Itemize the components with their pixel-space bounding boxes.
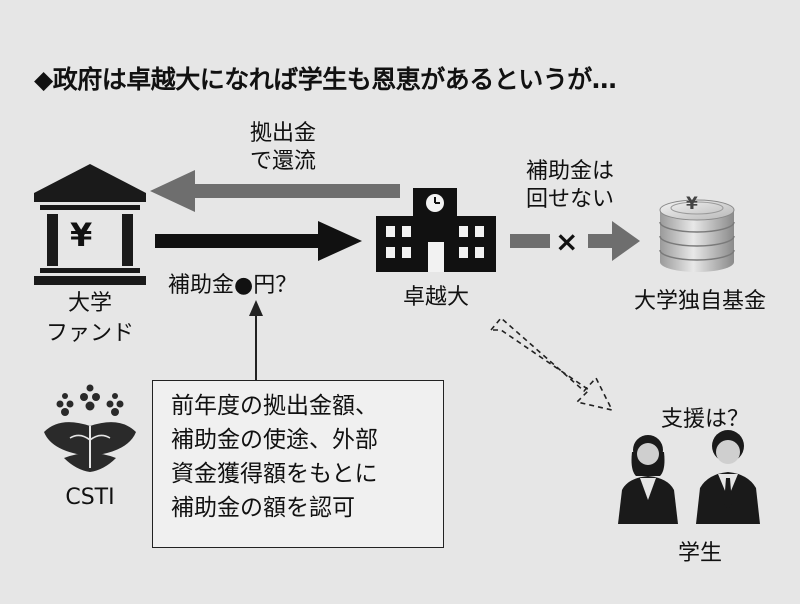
blocked-label-line2: 回せない — [525, 187, 614, 212]
return-arrow — [150, 170, 400, 212]
return-label-line1: 拠出金 — [249, 121, 316, 146]
fund-label-line2: ファンド — [45, 321, 134, 346]
fund-label-line1: 大学 — [67, 291, 112, 316]
return-label-line2: で還流 — [249, 149, 316, 174]
students-label: 学生 — [677, 541, 722, 566]
university-building-icon — [376, 188, 496, 272]
blocked-label-line1: 補助金は — [525, 159, 614, 184]
subsidy-arrow — [155, 221, 362, 261]
note-box: 前年度の拠出金額、 補助金の使途、外部 資金獲得額をもとに 補助金の額を認可 — [152, 380, 444, 548]
note-line: 前年度の拠出金額、 — [171, 393, 378, 419]
csti-emblem-icon — [44, 384, 136, 472]
bank-icon — [34, 164, 146, 285]
blocked-arrow — [510, 221, 640, 261]
student-female-icon — [618, 435, 678, 524]
csti-label: CSTI — [65, 485, 115, 510]
subsidy-label: 補助金●円？ — [168, 273, 298, 298]
student-male-icon — [696, 430, 760, 524]
diagram-title: ◆政府は卓越大になれば学生も恩恵があるというが… — [34, 65, 617, 94]
fund-yen-symbol: ¥ — [70, 216, 93, 254]
blocked-cross-mark: × — [555, 225, 579, 258]
note-line: 補助金の額を認可 — [171, 495, 355, 521]
endowment-label: 大学独自基金 — [633, 289, 766, 314]
note-line: 補助金の使途、外部 — [171, 427, 378, 453]
note-line: 資金獲得額をもとに — [171, 461, 378, 487]
coins-icon — [659, 199, 735, 272]
dashed-arrow — [489, 316, 614, 412]
coin-yen-symbol: ¥ — [686, 194, 698, 214]
university-label: 卓越大 — [402, 285, 469, 310]
note-connector — [249, 300, 263, 380]
students-question-label: 支援は？ — [660, 407, 749, 432]
